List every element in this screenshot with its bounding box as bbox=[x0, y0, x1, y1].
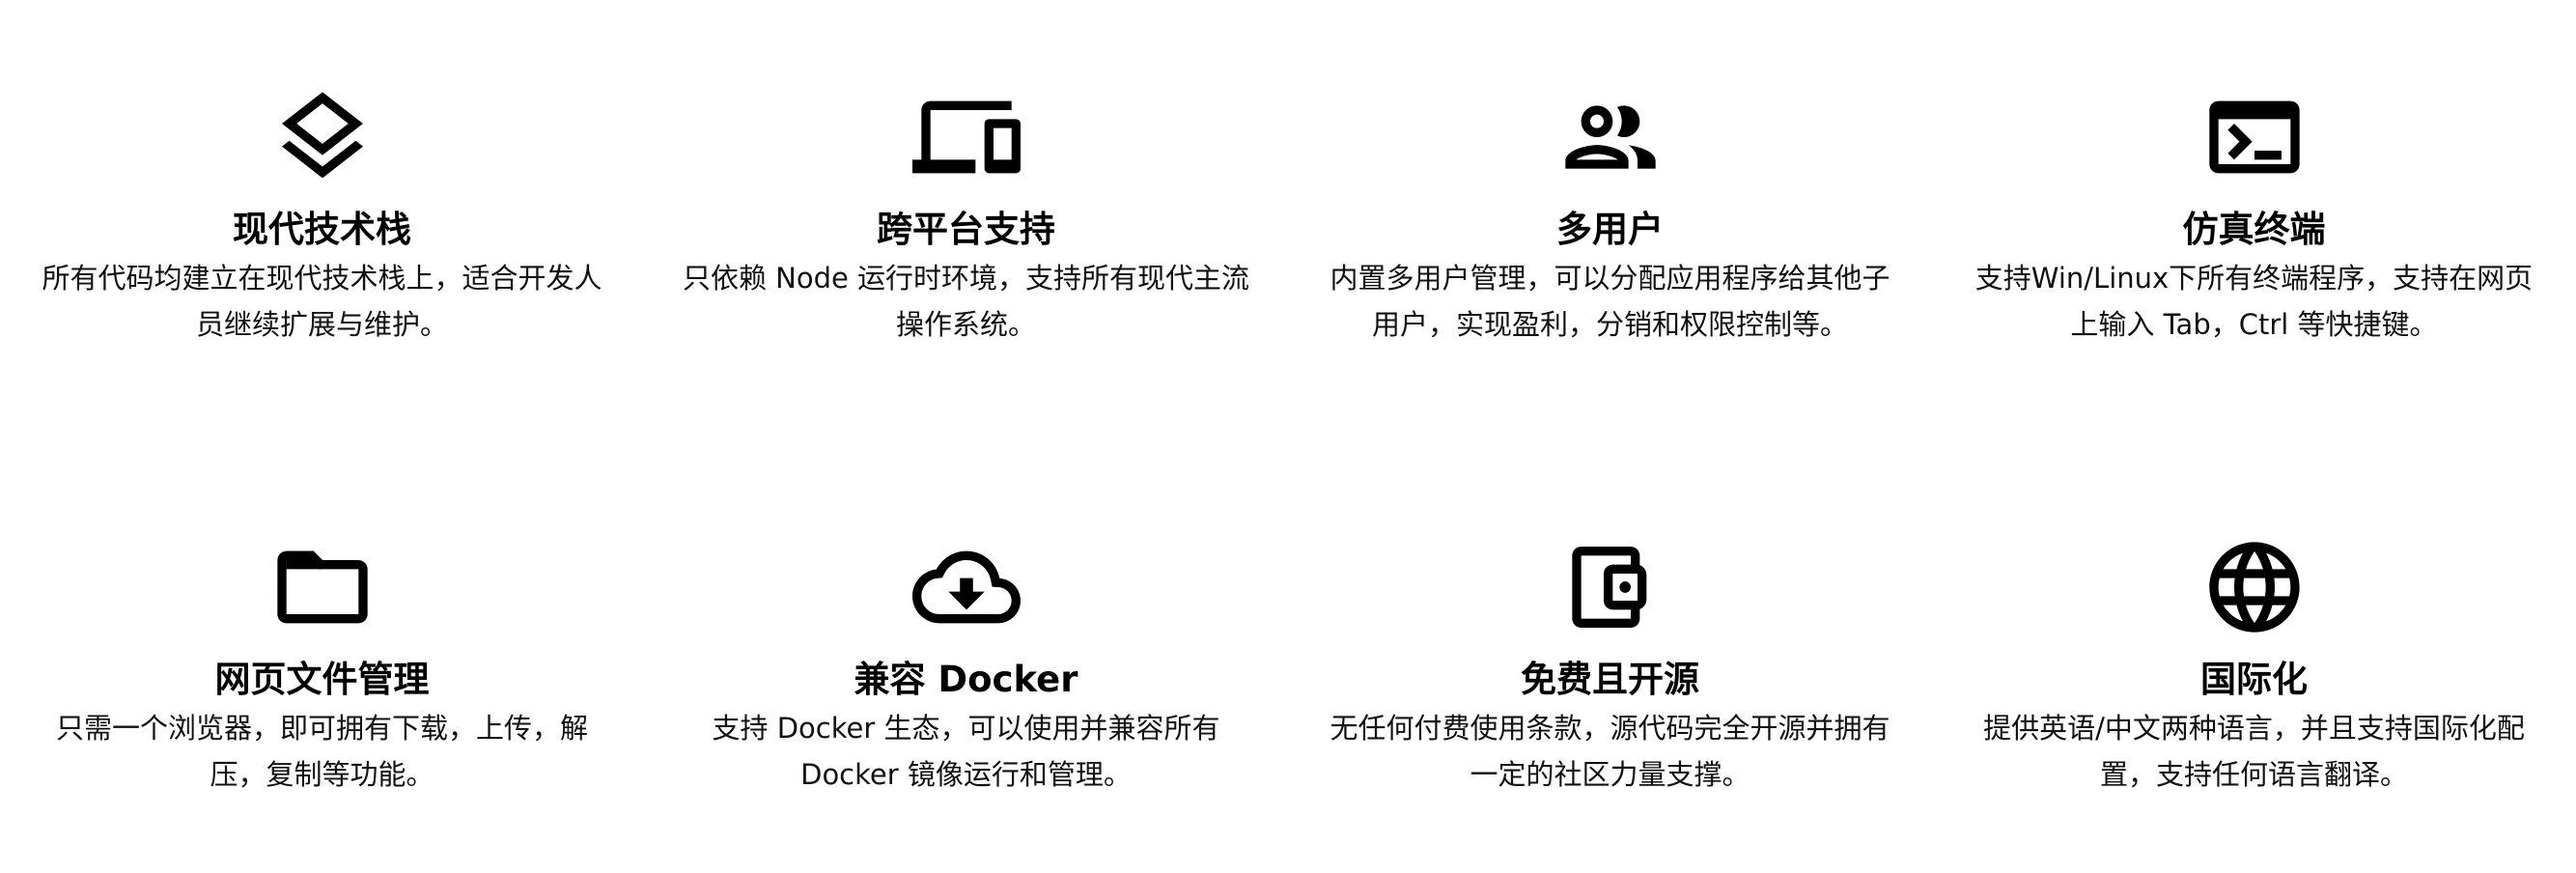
globe-icon bbox=[2200, 533, 2309, 641]
feature-multi-user: 多用户 内置多用户管理，可以分配应用程序给其他子用户，实现盈利，分销和权限控制等… bbox=[1288, 83, 1932, 348]
feature-docker: 兼容 Docker 支持 Docker 生态，可以使用并兼容所有 Docker … bbox=[644, 533, 1288, 798]
feature-cross-platform: 跨平台支持 只依赖 Node 运行时环境，支持所有现代主流操作系统。 bbox=[644, 83, 1288, 348]
people-icon bbox=[1556, 83, 1665, 191]
feature-title: 网页文件管理 bbox=[214, 659, 430, 700]
feature-description: 只依赖 Node 运行时环境，支持所有现代主流操作系统。 bbox=[682, 262, 1250, 341]
feature-description: 所有代码均建立在现代技术栈上，适合开发人员继续扩展与维护。 bbox=[42, 262, 602, 341]
feature-title: 多用户 bbox=[1556, 209, 1664, 250]
features-row-1: 现代技术栈 所有代码均建立在现代技术栈上，适合开发人员继续扩展与维护。 跨平台支… bbox=[0, 83, 2576, 348]
feature-title: 仿真终端 bbox=[2182, 209, 2326, 250]
feature-description: 只需一个浏览器，即可拥有下载，上传，解压，复制等功能。 bbox=[55, 712, 588, 791]
feature-i18n: 国际化 提供英语/中文两种语言，并且支持国际化配置，支持任何语言翻译。 bbox=[1932, 533, 2576, 798]
feature-terminal: 仿真终端 支持Win/Linux下所有终端程序，支持在网页上输入 Tab，Ctr… bbox=[1932, 83, 2576, 348]
feature-description: 支持Win/Linux下所有终端程序，支持在网页上输入 Tab，Ctrl 等快捷… bbox=[1974, 262, 2534, 341]
feature-description: 支持 Docker 生态，可以使用并兼容所有 Docker 镜像运行和管理。 bbox=[712, 712, 1220, 791]
devices-icon bbox=[911, 83, 1021, 191]
feature-title: 国际化 bbox=[2200, 659, 2308, 700]
feature-title: 兼容 Docker bbox=[854, 659, 1078, 700]
feature-description: 提供英语/中文两种语言，并且支持国际化配置，支持任何语言翻译。 bbox=[1983, 712, 2525, 791]
cloud-download-icon bbox=[911, 533, 1021, 641]
feature-description: 内置多用户管理，可以分配应用程序给其他子用户，实现盈利，分销和权限控制等。 bbox=[1330, 262, 1890, 341]
feature-description: 无任何付费使用条款，源代码完全开源并拥有一定的社区力量支撑。 bbox=[1330, 712, 1890, 791]
feature-title: 跨平台支持 bbox=[877, 209, 1055, 250]
feature-modern-stack: 现代技术栈 所有代码均建立在现代技术栈上，适合开发人员继续扩展与维护。 bbox=[0, 83, 644, 348]
feature-file-manager: 网页文件管理 只需一个浏览器，即可拥有下载，上传，解压，复制等功能。 bbox=[0, 533, 644, 798]
wallet-icon bbox=[1556, 533, 1665, 641]
folder-icon bbox=[268, 533, 377, 641]
feature-title: 现代技术栈 bbox=[233, 209, 411, 250]
features-row-2: 网页文件管理 只需一个浏览器，即可拥有下载，上传，解压，复制等功能。 兼容 Do… bbox=[0, 533, 2576, 798]
layers-icon bbox=[268, 83, 377, 191]
feature-title: 免费且开源 bbox=[1521, 659, 1699, 700]
terminal-icon bbox=[2200, 83, 2309, 191]
feature-free-open-source: 免费且开源 无任何付费使用条款，源代码完全开源并拥有一定的社区力量支撑。 bbox=[1288, 533, 1932, 798]
